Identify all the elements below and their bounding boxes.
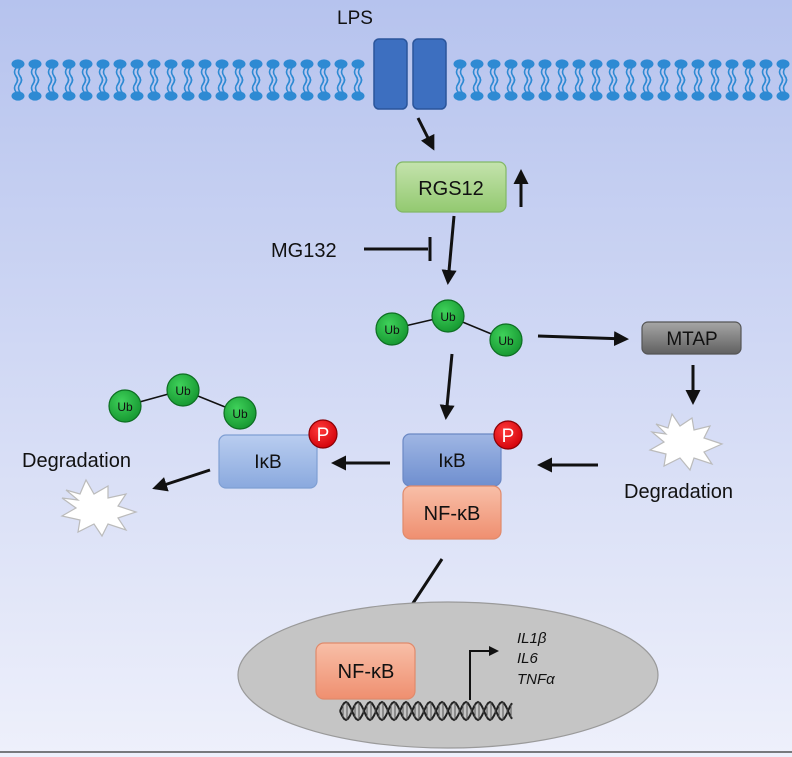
mtap-box — [641, 321, 742, 355]
gene-il1b: IL1β — [517, 630, 547, 647]
arrow-ikb-to-degradation — [152, 468, 211, 492]
ub-label: Ub — [232, 407, 248, 421]
ub-circle — [375, 312, 409, 346]
ub-label: Ub — [175, 384, 191, 398]
ubiquitin-chain-left: Ub Ub Ub — [108, 373, 257, 430]
rgs12-label: RGS12 — [418, 178, 484, 200]
nucleus — [237, 601, 659, 749]
degradation-label-left: Degradation — [22, 450, 131, 472]
ub-label: Ub — [498, 334, 514, 348]
ubiquitin-chain-center: Ub Ub Ub — [375, 299, 523, 357]
degradation-label-right: Degradation — [624, 481, 733, 503]
transcription-arrow-icon — [469, 646, 499, 700]
degradation-burst-icon-left — [60, 478, 138, 538]
nfkb-box-center — [402, 485, 502, 540]
gene-il6: IL6 — [517, 650, 539, 667]
nfkb-label-nucleus: NF-κB — [338, 661, 395, 683]
mg132-label: MG132 — [271, 240, 337, 262]
arrow-receptor-to-rgs12 — [416, 117, 435, 151]
phospho-circle-center — [493, 420, 523, 450]
gene-tnfa: TNFα — [517, 671, 555, 688]
phospho-circle-left — [308, 419, 338, 449]
ikb-label-left: IκB — [254, 452, 281, 473]
ub-circle — [223, 396, 257, 430]
arrow-rgs12-to-ub — [441, 215, 457, 285]
ub-label: Ub — [117, 400, 133, 414]
nfkb-box-nucleus — [315, 642, 416, 700]
rgs12-box — [395, 161, 507, 213]
nfkb-label-center: NF-κB — [424, 503, 481, 525]
ub-circle — [108, 389, 142, 423]
arrow-ub-to-complex — [439, 353, 455, 420]
ikb-box-left — [218, 434, 318, 489]
mtap-label: MTAP — [666, 329, 717, 350]
ikb-label-center: IκB — [438, 451, 465, 472]
arrow-ub-to-mtap — [537, 331, 629, 347]
ub-circle — [431, 299, 465, 333]
degradation-burst-icon — [648, 412, 724, 472]
lps-label: LPS — [337, 8, 373, 29]
dna-helix-icon — [339, 700, 513, 722]
tlr-receptor — [373, 38, 447, 110]
p-label-left: P — [317, 425, 330, 446]
ub-label: Ub — [384, 323, 400, 337]
p-label-center: P — [502, 426, 515, 447]
ub-circle — [489, 323, 523, 357]
ub-label: Ub — [440, 310, 456, 324]
ub-circle — [166, 373, 200, 407]
